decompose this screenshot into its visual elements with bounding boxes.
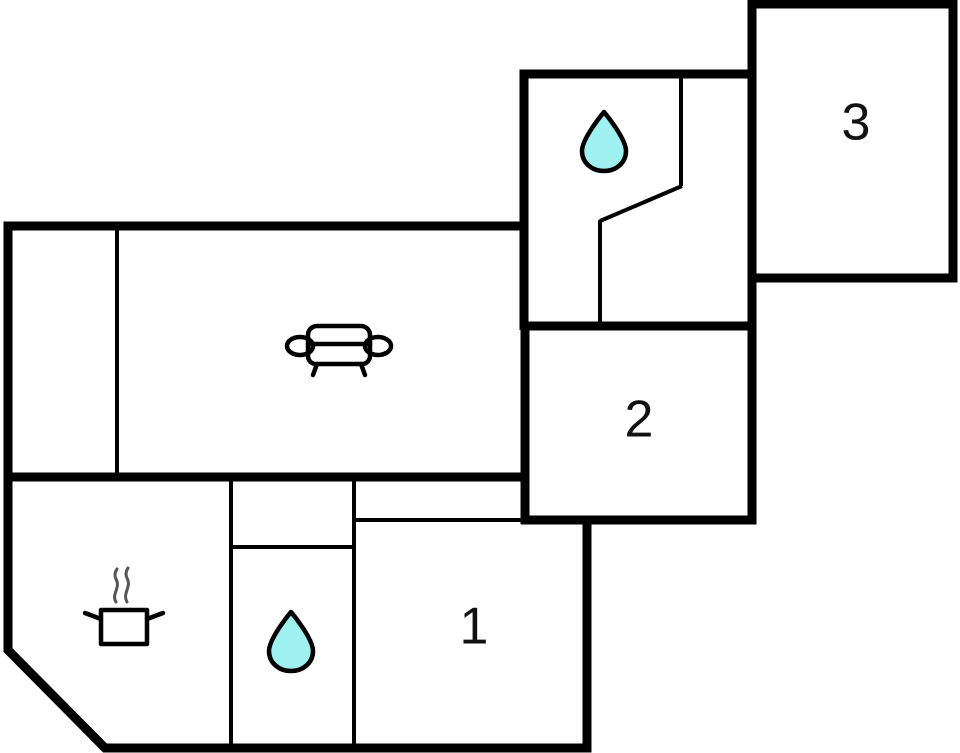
- water-drop-icon: [266, 609, 316, 674]
- sofa-icon: [284, 323, 394, 378]
- pot-body: [98, 607, 150, 647]
- room-label-3: 3: [842, 94, 871, 152]
- sofa-leg-left: [310, 361, 320, 378]
- room-label-2: 2: [625, 391, 654, 449]
- water-drop-icon: [579, 109, 629, 174]
- water-drop-shape: [266, 609, 316, 674]
- steam-wisp-right: [124, 566, 130, 604]
- sofa-seat: [305, 341, 373, 367]
- cooking-pot-icon: [82, 566, 166, 647]
- pot-handle-right: [144, 610, 166, 622]
- structural-partition-walls: [8, 4, 953, 752]
- pot-handle-left: [82, 610, 104, 622]
- sofa-leg-right: [358, 361, 368, 378]
- wall-bathroom-diagonal: [599, 184, 683, 223]
- interior-partition-walls: [115, 76, 683, 751]
- room-labels: 1 2 3: [460, 94, 871, 656]
- steam-wisp-left: [113, 567, 119, 604]
- room-label-1: 1: [460, 598, 489, 656]
- water-drop-shape: [579, 109, 629, 174]
- sofa-backrest: [305, 323, 373, 347]
